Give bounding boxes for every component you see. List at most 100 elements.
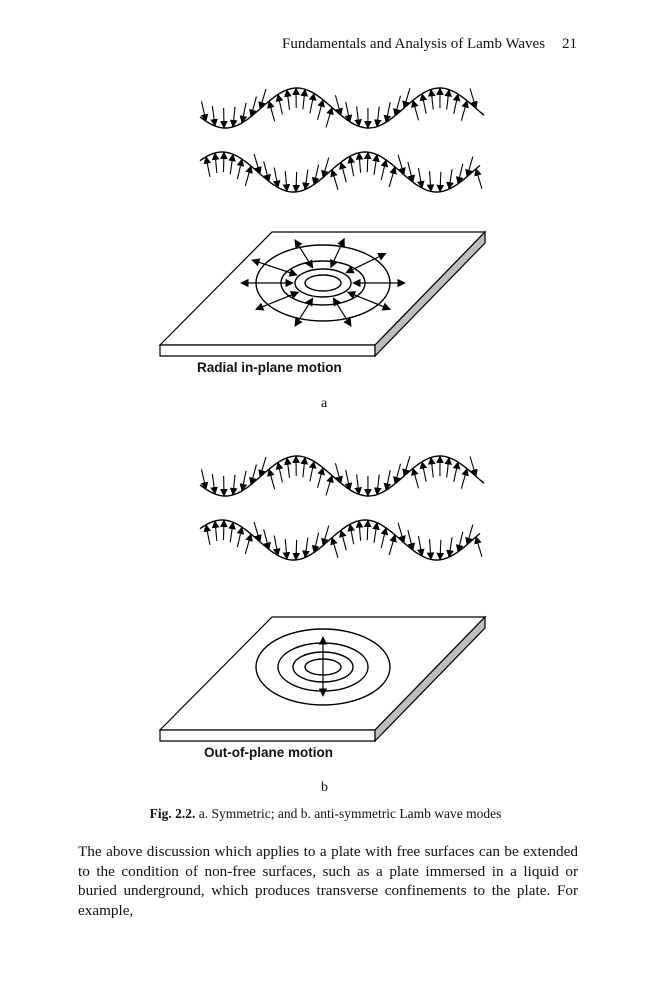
lower-wave-a-arrow bbox=[363, 151, 372, 173]
lower-wave-b-arrow bbox=[446, 537, 454, 558]
upper-wave-b-arrow bbox=[210, 473, 218, 495]
lower-wave-a-arrow bbox=[302, 169, 310, 191]
lower-wave-a-arrow bbox=[388, 166, 397, 188]
lower-wave-a-arrow bbox=[253, 153, 262, 175]
lower-wave-b-arrow bbox=[363, 519, 372, 541]
lower-wave-a-curve bbox=[199, 151, 481, 193]
lower-wave-b-arrow bbox=[321, 525, 330, 547]
lower-wave-b-arrow bbox=[380, 527, 389, 548]
lower-wave-a-arrow bbox=[347, 155, 356, 177]
lower-wave-b-arrow bbox=[263, 529, 271, 551]
lower-wave-a-arrow bbox=[355, 151, 364, 173]
lower-wave-b-arrow bbox=[302, 537, 310, 559]
lower-wave-b-arrow bbox=[339, 529, 347, 551]
upper-wave-a-arrow bbox=[460, 99, 469, 121]
panel-b-title: Out-of-plane motion bbox=[204, 745, 333, 760]
upper-wave-b-arrow bbox=[393, 463, 402, 485]
lower-wave-b-arrow bbox=[355, 519, 364, 541]
lower-wave-a-arrow bbox=[321, 157, 330, 179]
upper-wave-b-arrow bbox=[229, 474, 238, 496]
lower-wave-b-arrow bbox=[292, 539, 301, 561]
plate-a bbox=[158, 230, 487, 358]
upper-wave-a-arrow bbox=[200, 101, 209, 122]
lower-wave-a-arrow bbox=[263, 161, 271, 183]
upper-wave-b-arrow bbox=[258, 456, 267, 478]
running-title: Fundamentals and Analysis of Lamb Waves bbox=[282, 36, 546, 52]
lower-wave-b-arrow bbox=[372, 521, 380, 543]
lower-wave-b-arrow bbox=[228, 521, 236, 543]
in-plane-motion-arrows bbox=[240, 237, 406, 327]
caption-number: Fig. 2.2. bbox=[149, 806, 196, 821]
upper-wave-a-arrow bbox=[383, 102, 392, 124]
lower-wave-a-arrow bbox=[380, 159, 389, 180]
upper-wave-b-arrow bbox=[275, 461, 284, 483]
lower-wave-a-arrow bbox=[219, 151, 228, 173]
lower-wave-a-arrow bbox=[244, 165, 253, 187]
lower-wave-a-arrow bbox=[203, 156, 212, 177]
lower-wave-a-arrow bbox=[272, 167, 281, 189]
lower-wave-b-arrow bbox=[347, 523, 356, 545]
panel-a-title: Radial in-plane motion bbox=[197, 360, 342, 375]
radial-arrow bbox=[251, 258, 298, 277]
page-number: 21 bbox=[562, 36, 577, 52]
lower-wave-a-arrow bbox=[236, 158, 245, 180]
upper-wave-b-arrow bbox=[419, 461, 428, 482]
lower-wave-b-arrow bbox=[465, 524, 474, 546]
upper-wave-b-arrow bbox=[300, 456, 309, 478]
lower-wave-b-arrow bbox=[219, 519, 228, 541]
lower-wave-a-arrow bbox=[455, 163, 464, 185]
lower-wave-b-arrow bbox=[388, 534, 397, 556]
lower-wave-a-arrow bbox=[474, 168, 483, 189]
lower-wave-a-arrow bbox=[292, 171, 301, 193]
radial-arrow bbox=[345, 252, 387, 274]
radial-arrow bbox=[346, 291, 391, 311]
upper-wave-b-arrow bbox=[354, 474, 363, 496]
radial-arrow bbox=[255, 291, 300, 311]
lower-wave-a-arrow bbox=[282, 171, 291, 192]
lower-wave-b-arrow bbox=[397, 522, 406, 544]
upper-wave-a-arrow bbox=[316, 99, 325, 120]
radial-arrow bbox=[294, 239, 314, 269]
upper-wave-b-arrow bbox=[383, 470, 392, 492]
symmetric-wave-pair bbox=[199, 87, 485, 193]
lower-wave-b-curve bbox=[199, 519, 481, 561]
upper-wave-b-arrow bbox=[427, 456, 436, 478]
lower-wave-a-arrow bbox=[372, 153, 380, 175]
upper-wave-a-arrow bbox=[427, 88, 436, 110]
lower-wave-a-arrow bbox=[397, 154, 406, 176]
lower-wave-b-arrow bbox=[416, 535, 425, 557]
lower-wave-b-arrow bbox=[455, 531, 464, 553]
upper-wave-a-arrow bbox=[300, 88, 309, 110]
lower-wave-b-arrow bbox=[272, 535, 281, 557]
lower-wave-a-arrow bbox=[407, 162, 415, 183]
lower-wave-a-arrow bbox=[416, 167, 425, 189]
radial-arrow bbox=[330, 237, 345, 269]
upper-wave-a-arrow bbox=[267, 100, 276, 122]
upper-wave-b-arrow bbox=[325, 474, 334, 496]
lower-wave-b-arrow bbox=[311, 532, 320, 554]
lower-wave-b-arrow bbox=[253, 521, 262, 543]
upper-wave-b-arrow bbox=[316, 467, 325, 488]
lower-wave-a-arrow bbox=[465, 156, 474, 178]
upper-wave-a-arrow bbox=[249, 96, 257, 118]
upper-wave-a-arrow bbox=[284, 89, 292, 110]
upper-wave-b-arrow bbox=[444, 456, 453, 478]
upper-wave-a-arrow bbox=[210, 105, 218, 127]
upper-wave-b-arrow bbox=[344, 469, 353, 491]
body-paragraph: The above discussion which applies to a … bbox=[78, 843, 578, 919]
upper-wave-a-arrow bbox=[452, 93, 461, 115]
radial-arrow bbox=[332, 297, 352, 327]
upper-wave-b-arrow bbox=[452, 461, 461, 483]
lower-wave-a-arrow bbox=[311, 164, 320, 186]
upper-wave-b-arrow bbox=[249, 464, 257, 486]
lower-wave-b-arrow bbox=[244, 533, 253, 555]
lower-wave-a-arrow bbox=[446, 169, 454, 190]
upper-wave-a-arrow bbox=[411, 99, 420, 121]
caption-text: a. Symmetric; and b. anti-symmetric Lamb… bbox=[195, 806, 502, 821]
upper-wave-a-arrow bbox=[419, 93, 428, 114]
upper-wave-b-arrow bbox=[411, 467, 420, 489]
panel-a-sublabel: a bbox=[321, 396, 328, 411]
lower-wave-a-arrow bbox=[330, 168, 339, 190]
lower-wave-a-arrow bbox=[339, 161, 347, 183]
